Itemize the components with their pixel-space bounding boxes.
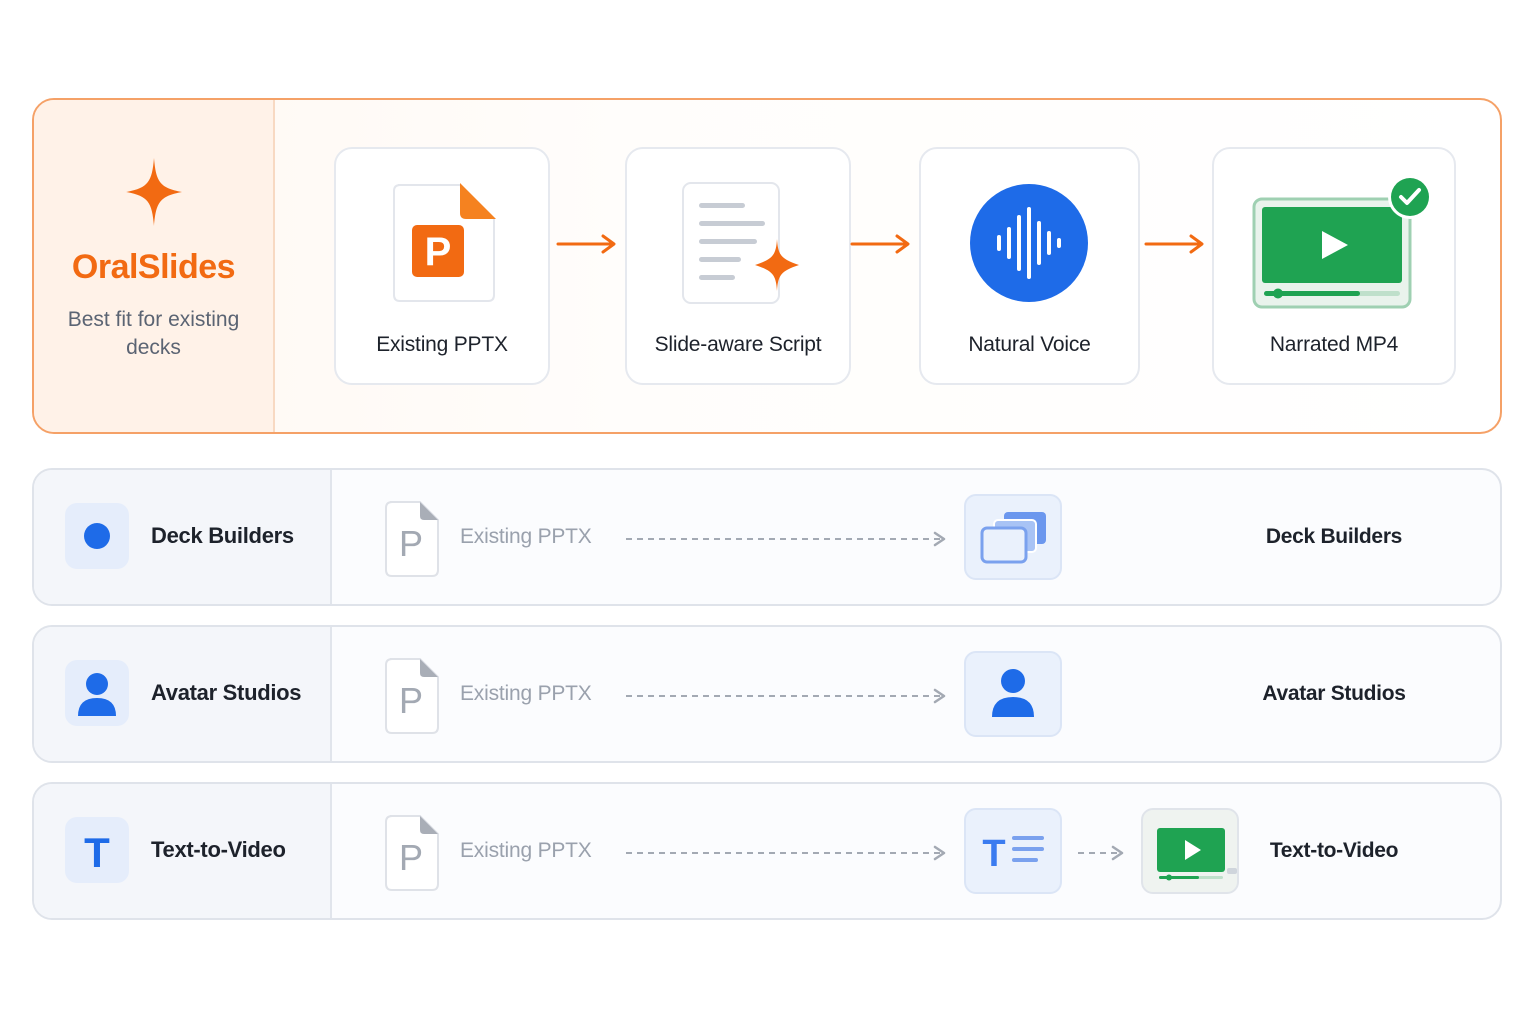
competitor-right-label: Deck Builders xyxy=(1265,525,1403,548)
pptx-file-icon: P xyxy=(385,501,439,577)
step-label: Natural Voice xyxy=(968,333,1091,356)
competitor-right-label: Avatar Studios xyxy=(1262,682,1406,705)
text-t-icon: T xyxy=(65,817,129,883)
step-card-narrated-mp4: Narrated MP4 xyxy=(1212,147,1456,385)
brand-name: OralSlides xyxy=(71,248,236,286)
pptx-glyph: P xyxy=(425,230,452,274)
competitor-label-cell: Deck Builders xyxy=(34,470,332,604)
person-icon xyxy=(964,651,1062,737)
competitor-row-deck-builders: Deck Builders P Existing PPTX Deck Build… xyxy=(32,468,1502,606)
competitor-name: Text-to-Video xyxy=(151,837,286,862)
competitor-name: Avatar Studios xyxy=(151,680,302,705)
dashed-arrow xyxy=(626,531,946,547)
competitor-label-cell: Avatar Studios xyxy=(34,627,332,761)
competitor-label-cell: T Text-to-Video xyxy=(34,784,332,918)
step-label: Narrated MP4 xyxy=(1269,333,1399,356)
doc-glyph: P xyxy=(399,680,423,721)
step-label: Slide-aware Script xyxy=(654,333,822,356)
competitor-row-text-to-video: T Text-to-Video P Existing PPTX T xyxy=(32,782,1502,920)
text-lines-icon: T xyxy=(964,808,1062,894)
pptx-file-icon: P xyxy=(385,815,439,891)
step-label: Existing PPTX xyxy=(376,333,508,356)
flow-arrow xyxy=(850,234,910,254)
competitor-right-label: Text-to-Video xyxy=(1269,839,1399,862)
competitor-name: Deck Builders xyxy=(151,523,294,548)
step-card-slide-aware-script: Slide-aware Script xyxy=(625,147,851,385)
script-document-sparkle-icon xyxy=(682,182,799,304)
dashed-arrow xyxy=(626,845,946,861)
brand-column: OralSlides Best fit for existing decks xyxy=(34,100,275,432)
source-label: Existing PPTX xyxy=(460,839,592,862)
competitor-row-avatar-studios: Avatar Studios P Existing PPTX Avatar St… xyxy=(32,625,1502,763)
source-label: Existing PPTX xyxy=(460,525,592,548)
stacked-slides-icon xyxy=(964,494,1062,580)
voice-waveform-icon xyxy=(970,184,1088,302)
flow-arrow xyxy=(556,234,616,254)
pptx-file-icon: P xyxy=(385,658,439,734)
doc-glyph: P xyxy=(399,837,423,878)
person-icon xyxy=(65,660,129,726)
dot-icon xyxy=(65,503,129,569)
oralslides-panel: OralSlides Best fit for existing decks P… xyxy=(32,98,1502,434)
pptx-file-icon: P xyxy=(393,183,496,302)
text-lines-glyph: T xyxy=(982,833,1005,875)
text-t-glyph: T xyxy=(84,829,110,876)
source-label: Existing PPTX xyxy=(460,682,592,705)
video-check-icon xyxy=(1252,175,1432,309)
dashed-arrow xyxy=(626,688,946,704)
brand-tagline: Best fit for existing decks xyxy=(67,308,240,359)
step-card-existing-pptx: P Existing PPTX xyxy=(334,147,550,385)
flow-arrow xyxy=(1144,234,1204,254)
doc-glyph: P xyxy=(399,523,423,564)
video-play-icon xyxy=(1141,808,1239,894)
dashed-arrow xyxy=(1078,845,1124,861)
sparkle-icon xyxy=(126,158,182,226)
step-card-natural-voice: Natural Voice xyxy=(919,147,1140,385)
